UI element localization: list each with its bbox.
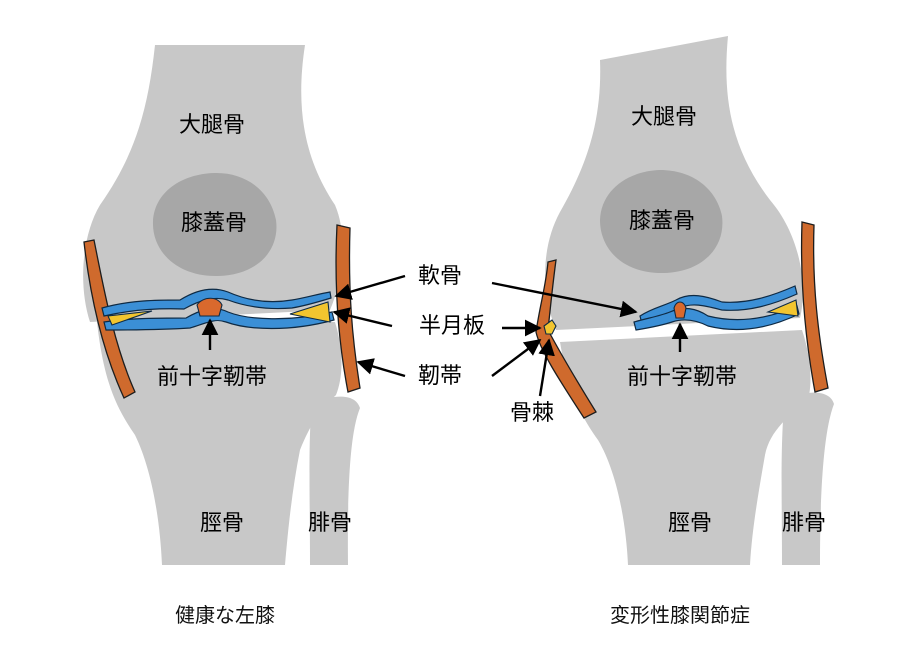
cartilage-arrow-left bbox=[334, 274, 406, 300]
meniscus-arrow-left bbox=[332, 307, 393, 328]
right-tibia bbox=[560, 330, 811, 565]
right-medial-ligament bbox=[535, 259, 597, 419]
left-patella-label: 膝蓋骨 bbox=[181, 211, 247, 236]
cartilage-label: 軟骨 bbox=[418, 264, 462, 289]
ligament-arrow-left bbox=[356, 358, 406, 378]
cartilage-arrow-right bbox=[491, 281, 638, 318]
left-patella bbox=[152, 172, 277, 277]
right-tibia-label: 脛骨 bbox=[668, 511, 712, 536]
right-lateral-ligament bbox=[800, 221, 829, 393]
left-acl bbox=[196, 297, 223, 317]
osteophyte-arrow bbox=[538, 338, 555, 397]
left-caption: 健康な左膝 bbox=[175, 603, 275, 627]
right-acl-label: 前十字靭帯 bbox=[627, 365, 737, 390]
right-patella-label: 膝蓋骨 bbox=[629, 209, 695, 234]
left-tibia-label: 脛骨 bbox=[200, 511, 244, 536]
left-medial-meniscus bbox=[107, 310, 153, 326]
osteoarthritis-knee: 大腿骨 膝蓋骨 前十字靭帯 脛骨 腓骨 骨棘 変形性膝関節症 bbox=[510, 36, 834, 627]
left-fibula bbox=[309, 396, 360, 565]
left-lateral-meniscus bbox=[289, 301, 331, 323]
ligament-arrow-right bbox=[491, 338, 542, 377]
right-fibula bbox=[781, 392, 834, 565]
meniscus-label: 半月板 bbox=[419, 314, 485, 339]
right-patella bbox=[600, 170, 723, 274]
left-fibula-label: 腓骨 bbox=[308, 511, 352, 536]
left-femur-label: 大腿骨 bbox=[179, 113, 245, 138]
right-fibula-label: 腓骨 bbox=[782, 511, 826, 536]
center-callouts: 軟骨 半月板 靭帯 bbox=[332, 264, 638, 389]
right-caption: 変形性膝関節症 bbox=[610, 603, 750, 627]
right-osteophyte-label: 骨棘 bbox=[510, 401, 554, 426]
right-lateral-meniscus bbox=[765, 299, 799, 317]
left-femoral-cartilage bbox=[101, 288, 332, 317]
left-acl-label: 前十字靭帯 bbox=[157, 365, 267, 390]
left-tibia bbox=[97, 322, 342, 565]
right-osteophyte bbox=[543, 319, 557, 335]
ligament-label: 靭帯 bbox=[418, 364, 462, 389]
right-acl bbox=[673, 301, 687, 319]
healthy-knee: 大腿骨 膝蓋骨 前十字靭帯 脛骨 腓骨 健康な左膝 bbox=[83, 45, 361, 627]
right-femur-label: 大腿骨 bbox=[631, 105, 697, 130]
